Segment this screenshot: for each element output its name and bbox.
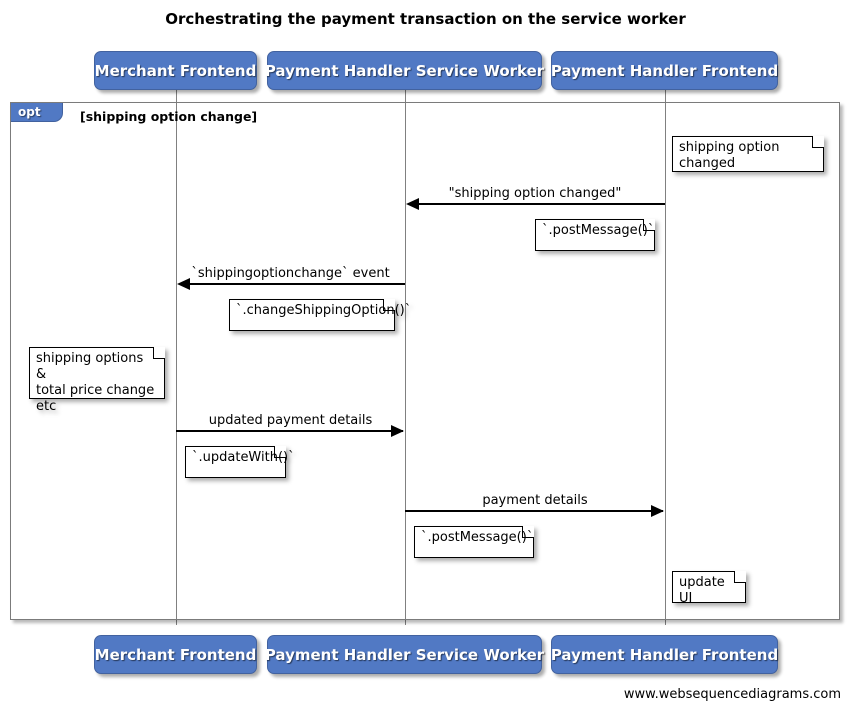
participant-label: Merchant Frontend (94, 645, 257, 664)
footer-credit: www.websequencediagrams.com (623, 687, 841, 702)
note-fold-corner-icon (643, 219, 655, 231)
message-label-shipping-option-changed: "shipping option changed" (448, 186, 622, 201)
participant-label: Payment Handler Service Worker (264, 61, 545, 80)
note-shipping-option-changed: shipping option changed (672, 136, 824, 172)
participant-box-payment-handler-service-worker-bottom[interactable]: Payment Handler Service Worker (264, 635, 545, 674)
participant-box-merchant-frontend-top[interactable]: Merchant Frontend (94, 51, 257, 90)
note-fold-corner-icon (153, 347, 165, 359)
note-fold-corner-icon (812, 136, 824, 148)
note-fold-corner-icon (522, 526, 534, 538)
message-line-payment-details (405, 510, 663, 512)
note-text: `.changeShippingOption()` (236, 303, 412, 318)
note-fold-corner-icon (734, 571, 746, 583)
message-line-shippingoptionchange-event (179, 283, 405, 285)
note-update-with: `.updateWith()` (185, 446, 295, 478)
message-line-updated-payment-details (176, 430, 403, 432)
participant-label: Payment Handler Frontend (550, 645, 779, 664)
message-arrowhead-payment-details (651, 505, 664, 517)
fragment-opt-tag-label: opt (18, 105, 41, 119)
participant-label: Payment Handler Service Worker (264, 645, 545, 664)
note-text: `.updateWith()` (192, 450, 295, 465)
fragment-opt-frame (10, 102, 840, 620)
message-line-shipping-option-changed (408, 203, 665, 205)
participant-box-payment-handler-frontend-top[interactable]: Payment Handler Frontend (551, 51, 778, 90)
note-postmessage-2: `.postMessage()` (414, 526, 534, 558)
note-shape (414, 526, 534, 558)
note-fold-corner-icon (383, 299, 395, 311)
note-shipping-options-total-price: shipping options & total price change et… (29, 347, 165, 414)
message-arrowhead-shipping-option-changed (406, 198, 419, 210)
participant-label: Merchant Frontend (94, 61, 257, 80)
message-label-shippingoptionchange-event: `shippingoptionchange` event (191, 266, 390, 281)
participant-box-payment-handler-service-worker-top[interactable]: Payment Handler Service Worker (264, 51, 545, 90)
message-arrowhead-shippingoptionchange-event (177, 278, 190, 290)
note-text: shipping option changed (679, 140, 780, 171)
note-text: `.postMessage()` (542, 223, 655, 238)
note-shape (29, 347, 165, 399)
note-fold-corner-icon (274, 446, 286, 458)
lifeline-payment-handler-frontend (665, 90, 666, 625)
message-label-payment-details: payment details (482, 493, 588, 508)
participant-box-merchant-frontend-bottom[interactable]: Merchant Frontend (94, 635, 257, 674)
message-arrowhead-updated-payment-details (391, 425, 404, 437)
fragment-opt-tag: opt (11, 103, 63, 122)
note-shape (535, 219, 655, 251)
note-update-ui: update UI (672, 571, 746, 606)
participant-label: Payment Handler Frontend (550, 61, 779, 80)
fragment-opt-condition: [shipping option change] (80, 109, 258, 124)
note-shape (185, 446, 286, 478)
note-text: update UI (679, 575, 725, 606)
lifeline-merchant-frontend (176, 90, 177, 625)
note-postmessage-1: `.postMessage()` (535, 219, 655, 251)
note-shape (229, 299, 395, 331)
note-text: shipping options & total price change et… (36, 351, 155, 414)
lifeline-payment-handler-service-worker (405, 90, 406, 625)
note-change-shipping-option: `.changeShippingOption()` (229, 299, 412, 331)
participant-box-payment-handler-frontend-bottom[interactable]: Payment Handler Frontend (551, 635, 778, 674)
note-shape (672, 136, 824, 172)
note-text: `.postMessage()` (421, 530, 534, 545)
message-label-updated-payment-details: updated payment details (208, 413, 373, 428)
note-shape (672, 571, 746, 603)
page-title: Orchestrating the payment transaction on… (165, 10, 686, 28)
